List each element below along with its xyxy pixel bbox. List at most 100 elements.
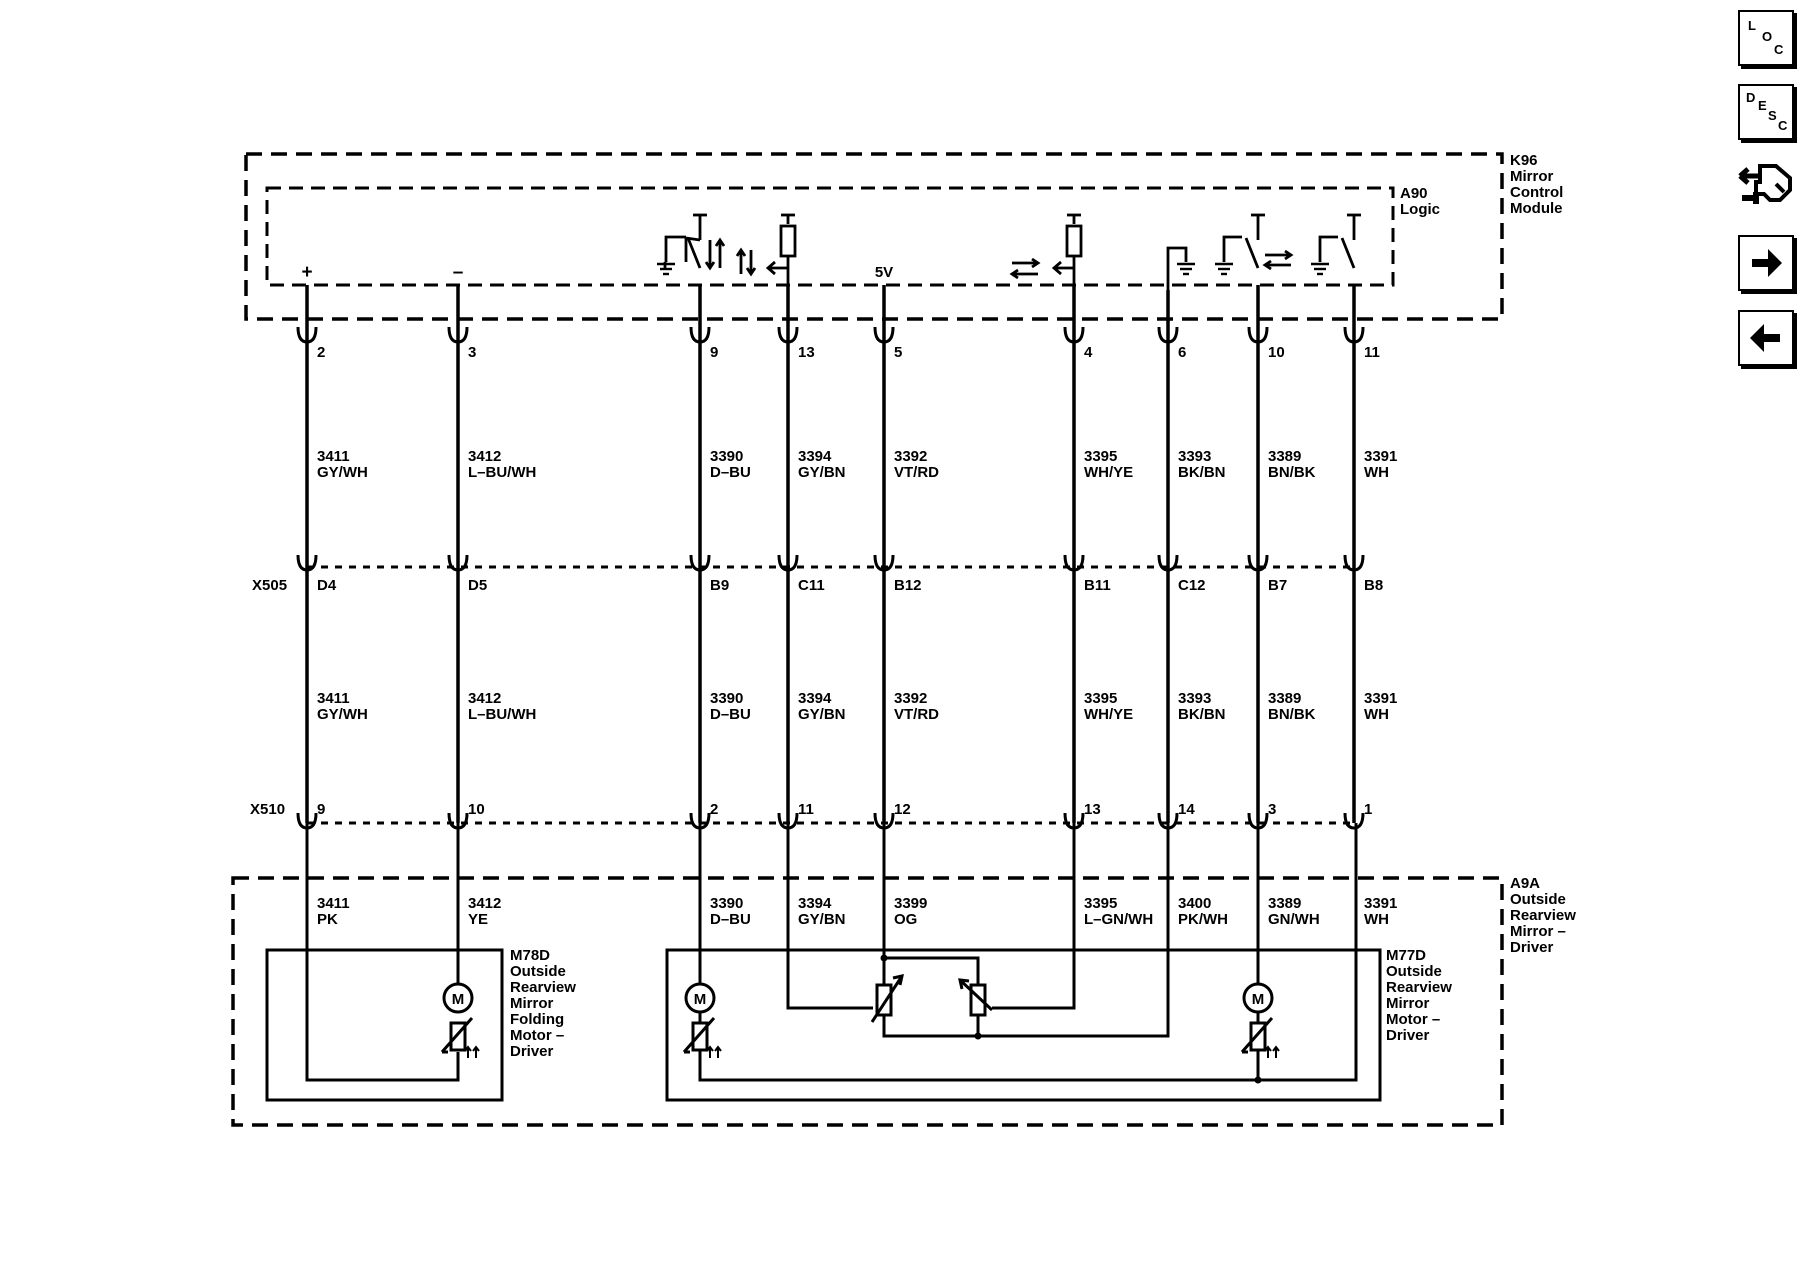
- previous-page-button[interactable]: [1738, 310, 1794, 366]
- x510-pin-label: 12: [894, 801, 911, 818]
- k96-pin-number: 5: [894, 344, 902, 361]
- wire-color-top: BK/BN: [1178, 464, 1226, 481]
- wire-number-top: 3389: [1268, 448, 1301, 465]
- wire-number-bottom: 3390: [710, 895, 743, 912]
- wire-color-mid: GY/WH: [317, 706, 368, 723]
- k96-module-box: [244, 152, 1504, 321]
- wire-number-top: 3395: [1084, 448, 1117, 465]
- k96-pin-number: 3: [468, 344, 476, 361]
- wire-color-mid: WH: [1364, 706, 1389, 723]
- wire-number-bottom: 3412: [468, 895, 501, 912]
- x505-terminal-C11: [777, 554, 799, 572]
- a90-logic-box: [265, 186, 1395, 287]
- mirror-motor-left: M: [682, 982, 722, 1058]
- x510-connector-label: X510: [250, 801, 285, 818]
- wire-number-mid: 3389: [1268, 690, 1301, 707]
- m77d-component-box: [665, 948, 1382, 1102]
- k96-terminal-3: [447, 326, 469, 344]
- wire-color-bottom: PK/WH: [1178, 911, 1228, 928]
- next-page-button[interactable]: [1738, 235, 1794, 291]
- x510-pin-label: 1: [1364, 801, 1372, 818]
- x505-terminal-D5: [447, 554, 469, 572]
- m78d-component-box: [265, 948, 504, 1102]
- x505-terminal-B8: [1343, 554, 1365, 572]
- left-motor-symbol: M: [694, 991, 707, 1008]
- wire-color-top: GY/WH: [317, 464, 368, 481]
- k96-terminal-2: [296, 326, 318, 344]
- wire-color-top: VT/RD: [894, 464, 939, 481]
- folding-motor: M: [440, 982, 480, 1058]
- k96-terminal-6: [1157, 326, 1179, 344]
- left-arrow-icon: [1750, 324, 1780, 352]
- k96-pin-number: 10: [1268, 344, 1285, 361]
- folding-motor-symbol: M: [452, 991, 465, 1008]
- k96-pin-number: 6: [1178, 344, 1186, 361]
- wire-number-bottom: 3400: [1178, 895, 1211, 912]
- logic-minus-label: –: [453, 262, 464, 283]
- wire-number-top: 3411: [317, 448, 350, 465]
- wire-color-top: BN/BK: [1268, 464, 1316, 481]
- wire-number-mid: 3411: [317, 690, 350, 707]
- x505-terminal-B9: [689, 554, 711, 572]
- loc-letter-o: O: [1762, 29, 1773, 44]
- right-arrow-icon: [1752, 249, 1782, 277]
- k96-pin-number: 13: [798, 344, 815, 361]
- wire-color-bottom: PK: [317, 911, 338, 928]
- loc-letter-c: C: [1774, 42, 1784, 57]
- k96-terminal-9: [689, 326, 711, 344]
- x505-terminal-D4: [296, 554, 318, 572]
- logic-internals: [663, 213, 1361, 290]
- wire-color-top: WH: [1364, 464, 1389, 481]
- wire-number-bottom: 3394: [798, 895, 832, 912]
- k96-terminal-5: [873, 326, 895, 344]
- x505-terminal-B7: [1247, 554, 1269, 572]
- wire-color-bottom: YE: [468, 911, 488, 928]
- right-motor-symbol: M: [1252, 991, 1265, 1008]
- wire-color-bottom: D–BU: [710, 911, 751, 928]
- wire-color-mid: GY/BN: [798, 706, 846, 723]
- wire-color-top: D–BU: [710, 464, 751, 481]
- x505-pin-label: B12: [894, 577, 922, 594]
- x505-pin-label: C11: [798, 577, 825, 594]
- logic-5v-label: 5V: [875, 264, 893, 281]
- wire-number-mid: 3394: [798, 690, 832, 707]
- x505-connector-label: X505: [252, 577, 287, 594]
- wire-number-bottom: 3391: [1364, 895, 1397, 912]
- wire-color-top: WH/YE: [1084, 464, 1133, 481]
- wire-color-bottom: OG: [894, 911, 917, 928]
- wire-number-top: 3412: [468, 448, 501, 465]
- wire-color-bottom: GY/BN: [798, 911, 846, 928]
- a9a-mirror-box: [231, 876, 1504, 1127]
- wire-color-bottom: L–GN/WH: [1084, 911, 1153, 928]
- x510-pin-label: 14: [1178, 801, 1195, 818]
- connector-end-view-icon[interactable]: [1736, 154, 1798, 216]
- wire-number-mid: 3393: [1178, 690, 1211, 707]
- description-button[interactable]: D E S C: [1738, 84, 1794, 140]
- wire-color-top: L–BU/WH: [468, 464, 536, 481]
- wire-color-bottom: WH: [1364, 911, 1389, 928]
- wire-number-bottom: 3399: [894, 895, 927, 912]
- x510-pin-label: 10: [468, 801, 485, 818]
- wire-color-bottom: GN/WH: [1268, 911, 1320, 928]
- wire-number-top: 3393: [1178, 448, 1211, 465]
- junction-dots: [880, 954, 1262, 1084]
- wire-color-mid: D–BU: [710, 706, 751, 723]
- x510-pin-label: 13: [1084, 801, 1101, 818]
- wire-number-bottom: 3395: [1084, 895, 1117, 912]
- x505-pin-label: B9: [710, 577, 729, 594]
- wire-number-mid: 3395: [1084, 690, 1117, 707]
- location-button[interactable]: L O C: [1738, 10, 1794, 66]
- wire-color-top: GY/BN: [798, 464, 846, 481]
- logic-plus-label: +: [301, 262, 312, 283]
- x505-terminal-B12: [873, 554, 895, 572]
- k96-pin-number: 4: [1084, 344, 1093, 361]
- k96-pin-number: 9: [710, 344, 718, 361]
- x510-pin-label: 3: [1268, 801, 1276, 818]
- wires: [305, 285, 1356, 823]
- k96-terminal-13: [777, 326, 799, 344]
- wire-color-mid: L–BU/WH: [468, 706, 536, 723]
